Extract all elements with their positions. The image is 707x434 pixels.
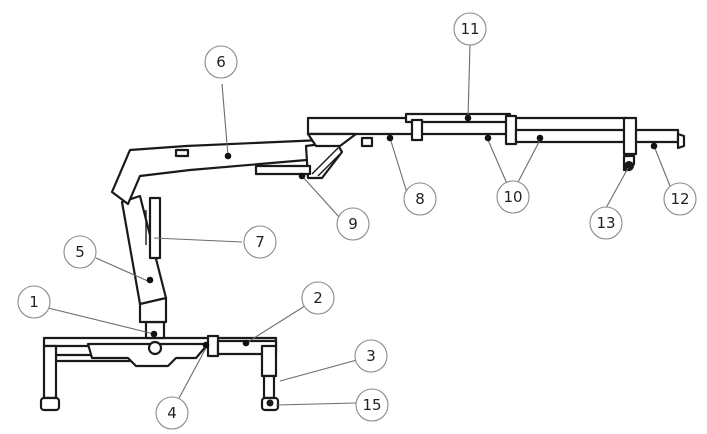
dot-8 [386,134,394,142]
callout-10: 10 [496,180,530,214]
callout-label-13: 13 [596,214,615,232]
dot-12 [650,142,658,150]
dot-10a [484,134,492,142]
extension-root [306,132,358,148]
callout-label-9: 9 [348,215,358,233]
callout-label-10: 10 [503,188,522,206]
dot-6 [224,152,232,160]
boom-link-cylinder [254,164,312,176]
callout-7: 7 [243,225,277,259]
left-leg [42,344,58,400]
callout-13: 13 [589,206,623,240]
callout-2: 2 [301,281,335,315]
callout-1: 1 [17,285,51,319]
hook-icon [624,161,634,171]
dot-9 [298,172,306,180]
callout-label-11: 11 [460,20,479,38]
callout-label-15: 15 [362,396,381,414]
boom-bracket [174,148,190,158]
telescope-clamp-right [504,114,518,146]
callout-5: 5 [63,235,97,269]
dot-5 [146,276,154,284]
column-body [120,194,168,306]
callout-label-6: 6 [216,53,226,71]
callout-15: 15 [355,388,389,422]
dot-1 [150,330,158,338]
callout-label-12: 12 [670,190,689,208]
callout-label-4: 4 [167,404,177,422]
left-foot [39,396,61,412]
attachment-dots [146,114,658,349]
callout-label-8: 8 [415,190,425,208]
dot-11 [464,114,472,122]
extension-head [622,116,638,156]
callout-9: 9 [336,207,370,241]
dot-10b [536,134,544,142]
right-leg-lower [262,374,276,400]
dot-2 [242,339,250,347]
leader-lines [39,43,671,406]
telescope-clamp-left [410,118,424,142]
dot-4 [202,341,210,349]
boom-knuckle [304,140,344,180]
main-boom [110,138,344,206]
foot-pad-dot [266,399,274,407]
callout-label-7: 7 [255,233,265,251]
extension-lug [360,136,374,148]
column-cylinder [148,196,162,260]
callout-label-1: 1 [29,293,39,311]
callout-label-5: 5 [75,243,85,261]
callout-6: 6 [204,45,238,79]
callout-4: 4 [155,396,189,430]
callout-label-3: 3 [366,347,376,365]
callout-8: 8 [403,182,437,216]
callout-11: 11 [453,12,487,46]
right-leg-upper [260,344,278,378]
slewing-pivot [147,340,163,356]
callout-12: 12 [663,182,697,216]
extension-tip [676,132,686,150]
base-turret-plate [86,342,210,368]
outrigger-clamp [206,334,220,358]
callout-label-2: 2 [313,289,323,307]
callout-3: 3 [354,339,388,373]
extension-arm [306,112,686,172]
base-frame [39,334,280,412]
crane-column [120,194,168,340]
